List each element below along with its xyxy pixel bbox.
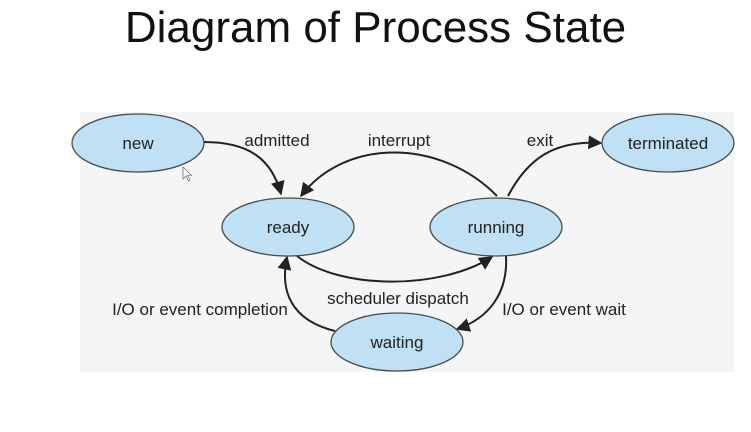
- state-new-label: new: [122, 134, 154, 153]
- edge-scheduler-dispatch: [296, 255, 494, 283]
- label-io-event-completion: I/O or event completion: [112, 300, 288, 319]
- label-exit: exit: [527, 131, 554, 150]
- mouse-pointer-icon: [182, 166, 193, 182]
- state-running: running: [429, 197, 563, 257]
- label-admitted: admitted: [244, 131, 309, 150]
- state-new: new: [71, 113, 205, 173]
- edge-exit: [507, 135, 603, 197]
- label-interrupt: interrupt: [368, 131, 431, 150]
- edge-io-event-wait: [455, 255, 508, 332]
- state-waiting-label: waiting: [370, 333, 424, 352]
- state-terminated: terminated: [601, 113, 735, 173]
- label-io-event-wait: I/O or event wait: [502, 300, 626, 319]
- state-running-label: running: [468, 218, 525, 237]
- slide-title: Diagram of Process State: [124, 3, 627, 52]
- edge-admitted: [203, 141, 285, 196]
- label-scheduler-dispatch: scheduler dispatch: [327, 289, 469, 308]
- edge-io-event-completion: [277, 255, 336, 332]
- state-waiting: waiting: [330, 312, 464, 372]
- state-terminated-label: terminated: [628, 134, 708, 153]
- state-ready: ready: [221, 197, 355, 257]
- edge-interrupt: [300, 151, 498, 198]
- state-ready-label: ready: [267, 218, 310, 237]
